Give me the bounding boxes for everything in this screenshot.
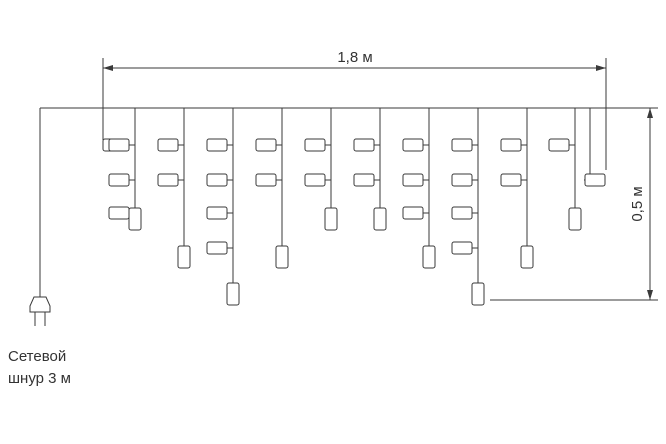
garland-strands [102, 107, 606, 306]
bulb-icon [206, 138, 228, 152]
bulb-icon [402, 206, 424, 220]
bulb-icon [157, 138, 179, 152]
bulb-icon [500, 173, 522, 187]
bulb-icon [402, 138, 424, 152]
bulb-icon [471, 282, 485, 306]
power-cord-label-line2: шнур 3 м [8, 370, 71, 387]
width-dimension: 1,8 м [102, 49, 607, 170]
bulb-icon [226, 282, 240, 306]
bulb-icon [108, 206, 130, 220]
bulb-icon [548, 138, 570, 152]
bulb-icon [324, 207, 338, 231]
bulb-icon [206, 173, 228, 187]
bulb-icon [304, 173, 326, 187]
bulb-icon [304, 138, 326, 152]
bulb-icon [451, 173, 473, 187]
bulb-icon [275, 245, 289, 269]
height-label: 0,5 м [629, 186, 646, 221]
bulb-icon [451, 138, 473, 152]
bulb-icon [451, 241, 473, 255]
bulb-icon [373, 207, 387, 231]
bulb-icon [402, 173, 424, 187]
bulb-icon [108, 138, 130, 152]
bulb-icon [568, 207, 582, 231]
bulb-icon [255, 138, 277, 152]
bulb-icon [353, 138, 375, 152]
bulb-icon [422, 245, 436, 269]
bulb-icon [255, 173, 277, 187]
bulb-icon [108, 173, 130, 187]
bulb-icon [177, 245, 191, 269]
bulb-icon [206, 206, 228, 220]
main-wire [39, 107, 590, 290]
bulb-icon [500, 138, 522, 152]
height-dimension: 0,5 м [490, 107, 658, 301]
bulb-icon [157, 173, 179, 187]
bulb-icon [353, 173, 375, 187]
plug-icon [29, 290, 51, 326]
bulb-icon [206, 241, 228, 255]
width-label: 1,8 м [337, 49, 372, 66]
bulb-icon [128, 207, 142, 231]
bulb-icon [520, 245, 534, 269]
power-cord-label: Сетевой шнур 3 м [8, 346, 71, 390]
bulb-icon [584, 173, 606, 187]
bulb-icon [451, 206, 473, 220]
power-cord-label-line1: Сетевой [8, 348, 67, 365]
